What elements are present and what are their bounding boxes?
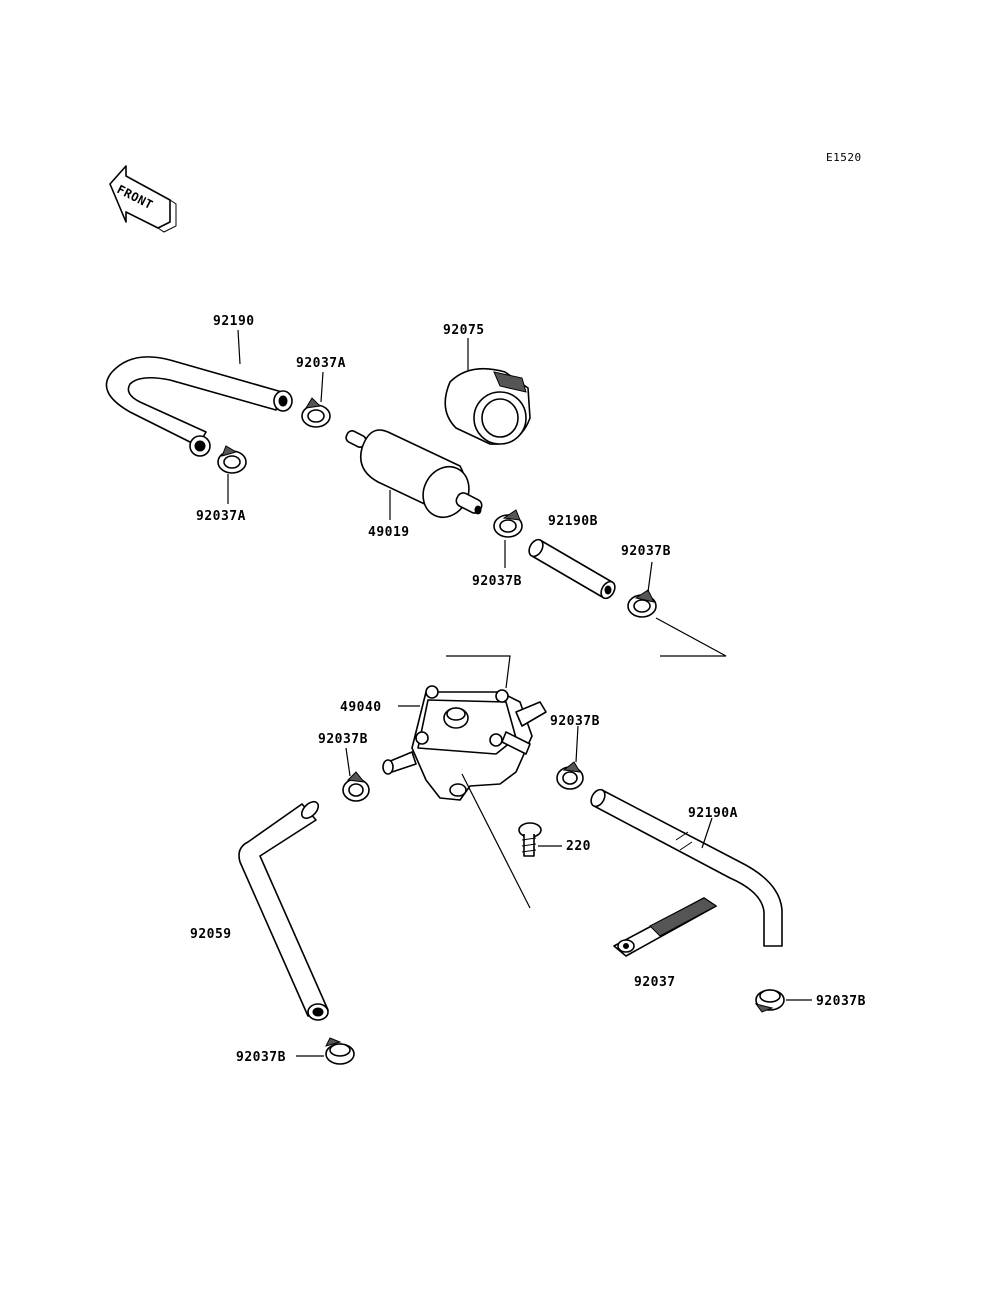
label-92190a: 92190A — [688, 806, 738, 821]
clamp-92037b-right-upper-icon[interactable] — [627, 589, 657, 618]
label-92037: 92037 — [634, 975, 676, 990]
label-92037a-top: 92037A — [296, 356, 346, 371]
label-92037b-pump-left: 92037B — [318, 732, 368, 747]
clamp-92037b-pump-left-icon[interactable] — [342, 771, 370, 802]
clamp-92037a-top-icon[interactable] — [301, 397, 331, 428]
band-92037[interactable] — [613, 897, 717, 957]
label-92037a-left: 92037A — [196, 509, 246, 524]
label-92190b: 92190B — [548, 514, 598, 529]
clamp-92037b-bottom-right-icon[interactable] — [754, 989, 785, 1013]
fuel-pump-49040[interactable] — [382, 685, 547, 801]
clamp-92037a-left-icon[interactable] — [217, 445, 247, 474]
hose-92059[interactable] — [238, 799, 329, 1021]
label-92037b-bottom-left: 92037B — [236, 1050, 286, 1065]
clamp-92037b-bottom-left-icon[interactable] — [325, 1037, 355, 1065]
label-92037b-bottom-right: 92037B — [816, 994, 866, 1009]
hose-92190[interactable] — [105, 356, 293, 457]
label-92075: 92075 — [443, 323, 485, 338]
screw-220-icon[interactable] — [518, 822, 542, 857]
label-92037b-filter: 92037B — [472, 574, 522, 589]
hose-92190b[interactable] — [526, 537, 617, 601]
label-92059: 92059 — [190, 927, 232, 942]
label-92190: 92190 — [213, 314, 255, 329]
fuel-filter-49019[interactable] — [344, 429, 483, 525]
label-49040: 49040 — [340, 700, 382, 715]
clamp-92037b-filter-icon[interactable] — [493, 509, 523, 538]
label-220: 220 — [566, 839, 591, 854]
label-92037b-right-upper: 92037B — [621, 544, 671, 559]
diagram-code: E1520 — [826, 151, 862, 164]
clamp-92037b-pump-right-icon[interactable] — [556, 761, 584, 790]
hose-92190a[interactable] — [588, 787, 783, 947]
holder-92075[interactable] — [444, 367, 531, 445]
front-arrow-icon: FRONT — [109, 165, 177, 233]
label-49019: 49019 — [368, 525, 410, 540]
label-92037b-pump-right: 92037B — [550, 714, 600, 729]
